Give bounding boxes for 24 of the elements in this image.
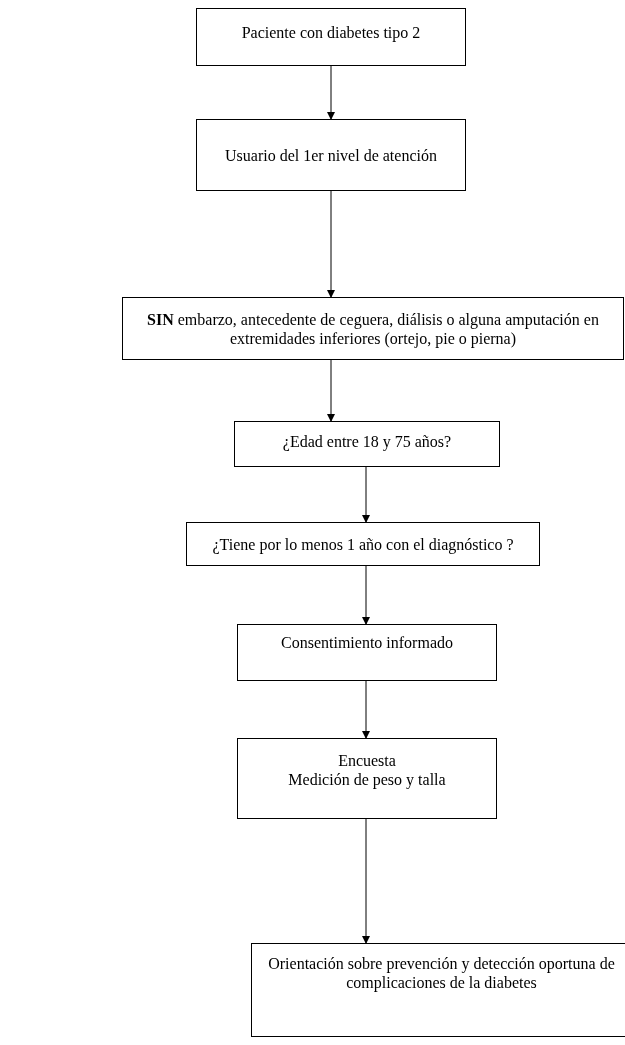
arrow [327, 359, 335, 422]
process-box [234, 421, 500, 467]
process-box [196, 8, 466, 66]
arrow [362, 818, 370, 944]
arrow [362, 565, 370, 625]
box-text: ¿Edad entre 18 y 75 años? [282, 432, 452, 451]
process-box [186, 522, 540, 566]
process-box [237, 738, 497, 819]
box-text: Paciente con diabetes tipo 2 [241, 23, 421, 42]
process-box [251, 943, 625, 1037]
box-text: Orientación sobre prevención y detección oportuna de complicaciones de la diabetes [267, 954, 616, 992]
arrow [327, 190, 335, 298]
process-box [237, 624, 497, 681]
box-text: Encuesta [338, 751, 396, 770]
arrow [362, 680, 370, 739]
box-text: ¿Tiene por lo menos 1 año con el diagnóstico ? [212, 534, 514, 554]
box-text: Usuario del 1er nivel de atención [225, 145, 437, 165]
process-box [196, 119, 466, 191]
arrow [327, 65, 335, 120]
arrow [362, 466, 370, 523]
box-text: Medición de peso y talla [288, 770, 446, 789]
process-box [122, 297, 624, 360]
box-text: SIN embarzo, antecedente de ceguera, diálisis o alguna amputación en extremidades inferiores (ortejo, pie o pierna) [146, 309, 600, 348]
box-text: Consentimiento informado [281, 633, 453, 652]
